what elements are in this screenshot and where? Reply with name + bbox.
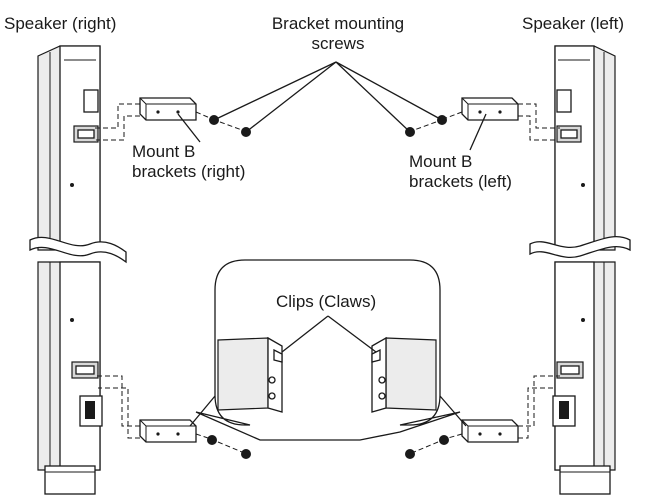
mount-b-bracket-icon	[94, 97, 197, 141]
callout-pointer-left	[189, 395, 216, 427]
clip-claw-icon	[217, 336, 283, 413]
mount-b-bracket-icon	[96, 375, 197, 443]
bracket-screws-label: Bracket mounting screws	[271, 14, 405, 53]
clip-claw-icon	[371, 336, 437, 413]
mount-b-bracket-icon	[461, 375, 560, 443]
mount-b-bracket-icon	[461, 97, 560, 141]
callout-pointer-right	[439, 395, 467, 427]
mount-b-right-callout	[177, 113, 201, 143]
clip-detail-callout	[195, 259, 461, 441]
mount-b-right-label: Mount B brackets (right)	[132, 142, 246, 181]
speaker-left-icon	[529, 45, 631, 495]
speaker-left-label: Speaker (left)	[522, 14, 625, 33]
screw-callout-lines	[213, 61, 443, 133]
clips-label: Clips (Claws)	[276, 292, 377, 311]
speaker-right-label: Speaker (right)	[4, 14, 117, 33]
speaker-right-icon	[29, 45, 127, 495]
mount-b-left-callout	[469, 113, 487, 151]
mount-b-left-label: Mount B brackets (left)	[409, 152, 512, 191]
